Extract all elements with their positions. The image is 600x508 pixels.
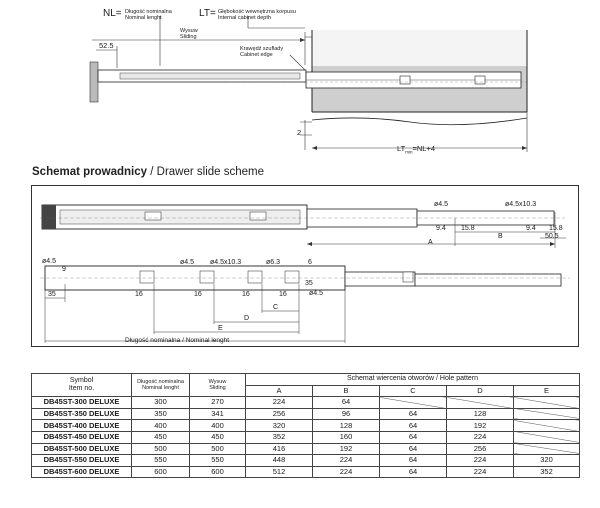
dim-d45-left: ø4.5 (42, 258, 57, 265)
col-hole-pattern: Schemat wiercenia otworów / Hole pattern (244, 373, 581, 386)
dim-2: 2 (297, 128, 302, 137)
scheme-box (31, 185, 579, 347)
dim-label-a: A (428, 239, 433, 246)
scheme-title: Schemat prowadnicy / Drawer slide scheme (32, 166, 265, 178)
nominal-length-caption: Długość nominalna / Nominal lenght (125, 337, 230, 344)
empty-cell (446, 396, 514, 409)
table-row: DB45ST-450 DELUXE 450 450 352 160 64 224 (31, 430, 581, 444)
dim-15-8-a: 15.8 (461, 225, 475, 232)
table-row: DB45ST-500 DELUXE 500 500 416 192 64 256 (31, 442, 581, 456)
col-e: E (512, 384, 581, 398)
table-row: DB45ST-550 DELUXE 550 550 448 224 64 224… (31, 454, 581, 467)
dim-d45-right: ø4.5 (309, 290, 324, 297)
dim-15-8-b: 15.8 (549, 225, 563, 232)
col-b: B (312, 384, 380, 398)
dim-52-5: 52.5 (99, 41, 114, 50)
table-row: DB45ST-400 DELUXE 400 400 320 128 64 192 (31, 419, 581, 432)
dim-lt-formula: LTmin=NL+4 (397, 144, 435, 155)
dim-50-5: 50.5 (545, 233, 559, 240)
dim-d45x103-top: ø4.5x10.3 (505, 201, 537, 208)
table-row: DB45ST-300 DELUXE 300 270 224 64 (31, 396, 581, 409)
lt-symbol: LT= (199, 8, 216, 19)
dim-label-e: E (218, 325, 223, 332)
dim-d45-mid: ø4.5 (180, 259, 195, 266)
dim-label-d: D (244, 315, 250, 322)
dim-16-4: 16 (279, 291, 287, 298)
dim-9: 9 (62, 266, 66, 273)
dim-35-left: 35 (48, 291, 56, 298)
col-d: D (446, 384, 514, 398)
empty-cell (512, 442, 581, 456)
dim-d45-top: ø4.5 (434, 201, 449, 208)
nl-symbol: NL= (103, 8, 122, 19)
dim-d45x103-mid: ø4.5x10.3 (210, 259, 242, 266)
empty-cell (512, 430, 581, 444)
col-a: A (245, 384, 313, 398)
dim-label-c: C (273, 304, 279, 311)
drawer-side-drawing (89, 16, 530, 152)
empty-cell (379, 396, 447, 409)
dim-16-1: 16 (135, 291, 143, 298)
dim-35-right: 35 (305, 280, 313, 287)
dim-16-3: 16 (242, 291, 250, 298)
slide-scheme-drawing (40, 204, 570, 343)
table-subheader-row: A B C D E (32, 384, 581, 398)
dim-9-4-a: 9.4 (436, 225, 446, 232)
dim-6: 6 (308, 259, 312, 266)
table-row: DB45ST-350 DELUXE 350 341 256 96 64 128 (31, 407, 581, 421)
dim-d63: ø6.3 (266, 259, 281, 266)
empty-cell (512, 396, 581, 409)
dim-9-4-b: 9.4 (526, 225, 536, 232)
col-c: C (379, 384, 447, 398)
empty-cell (512, 407, 581, 421)
table-row: DB45ST-600 DELUXE 600 600 512 224 64 224… (31, 465, 581, 479)
dim-label-b: B (498, 233, 503, 240)
empty-cell (512, 419, 581, 432)
dim-16-2: 16 (194, 291, 202, 298)
